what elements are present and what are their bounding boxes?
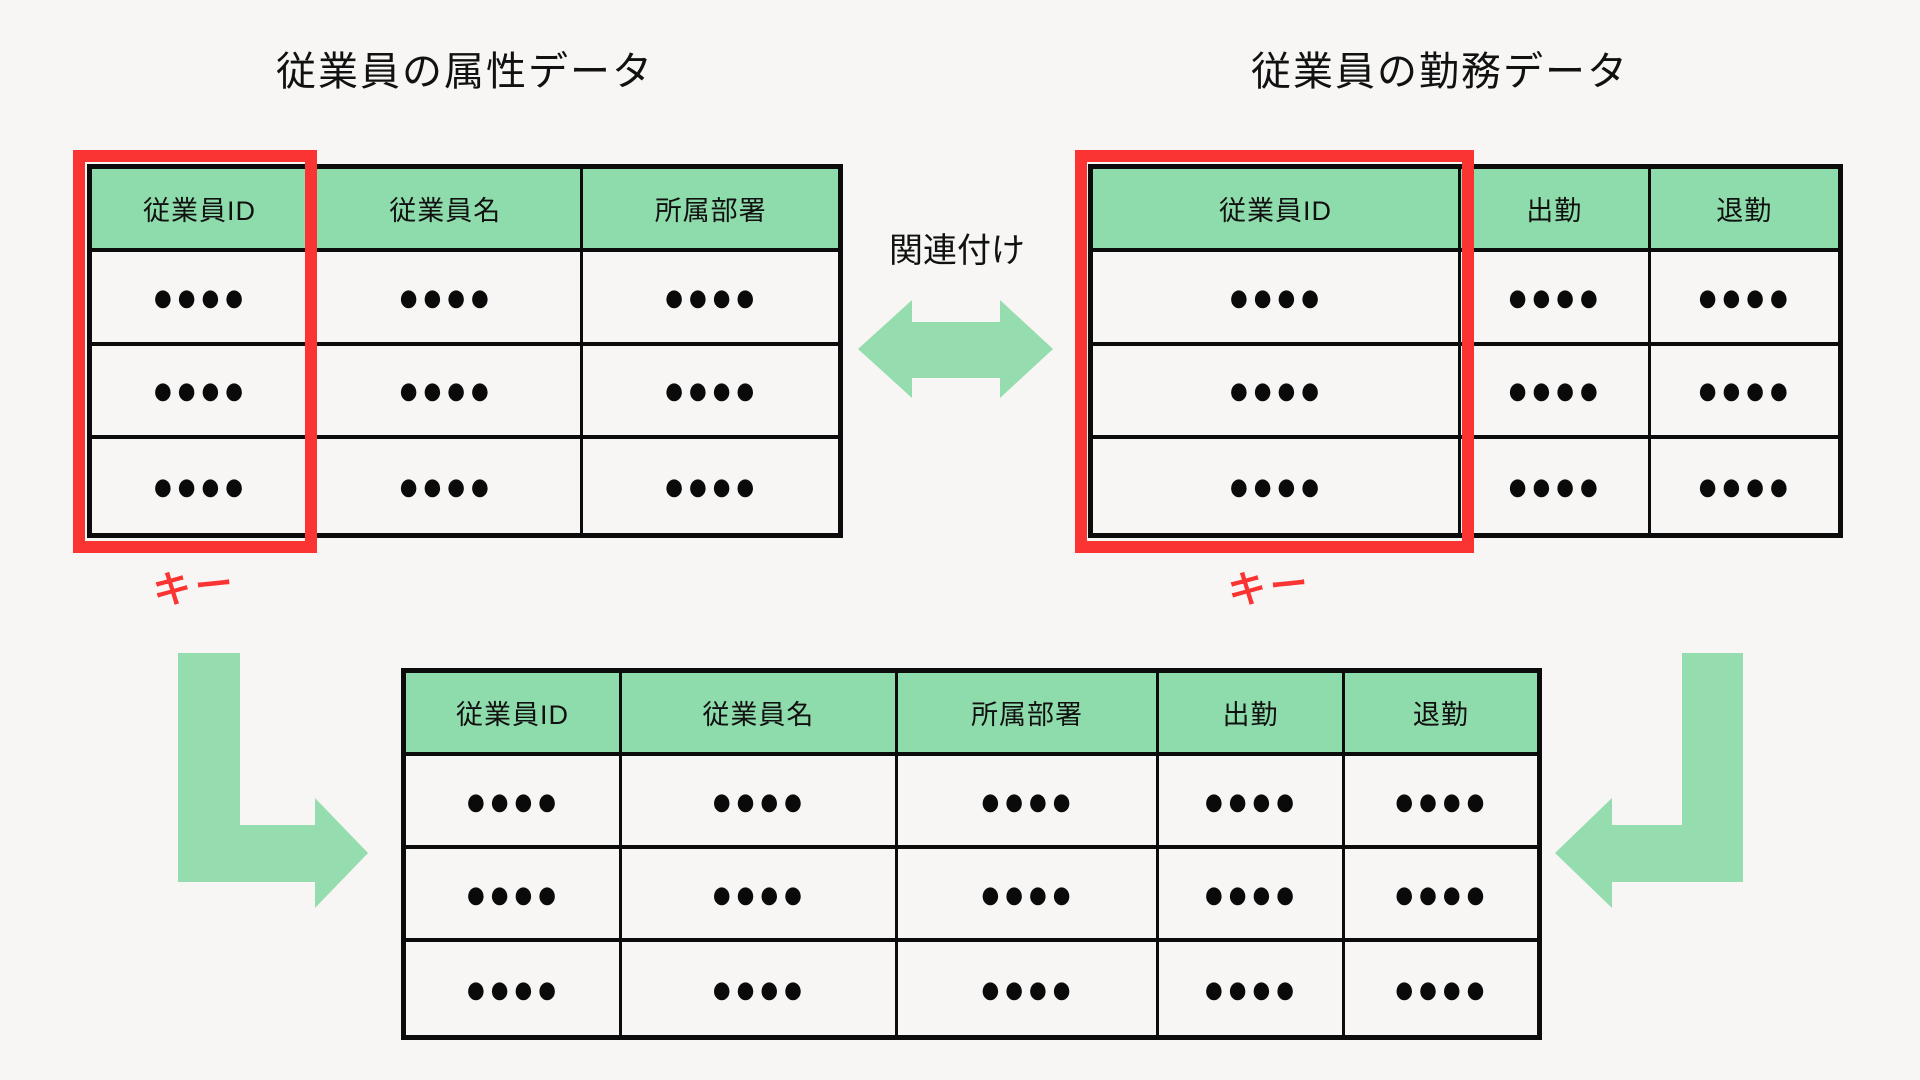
masked-value-dots: ●●●●: [663, 366, 759, 414]
masked-value-dots: ●●●●: [152, 462, 248, 510]
data-cell: ●●●●: [1344, 756, 1537, 849]
data-cell: ●●●●: [897, 849, 1160, 942]
masked-value-dots: ●●●●: [152, 272, 248, 320]
header-cell: 従業員ID: [406, 673, 623, 756]
data-cell: ●●●●: [1159, 849, 1345, 942]
masked-value-dots: ●●●●: [1393, 776, 1489, 824]
header-cell: 退勤: [1344, 673, 1537, 756]
masked-value-dots: ●●●●: [1393, 869, 1489, 917]
header-cell: 従業員名: [622, 673, 898, 756]
work-table-title: 従業員の勤務データ: [1251, 50, 1629, 94]
masked-value-dots: ●●●●: [1506, 272, 1602, 320]
data-cell: ●●●●: [310, 252, 584, 346]
masked-value-dots: ●●●●: [397, 462, 493, 510]
masked-value-dots: ●●●●: [1203, 964, 1298, 1012]
data-cell: ●●●●: [622, 849, 898, 942]
bidirectional-arrow-icon: [858, 300, 1053, 398]
data-cell: ●●●●: [406, 756, 623, 849]
data-cell: ●●●●: [92, 439, 311, 533]
attribute-table-title: 従業員の属性データ: [276, 50, 654, 94]
data-cell: ●●●●: [1344, 942, 1537, 1035]
key-label-right: キー: [1226, 562, 1314, 614]
data-cell: ●●●●: [310, 345, 584, 440]
down-right-arrow-icon: [178, 653, 368, 908]
down-left-arrow-icon: [1555, 653, 1743, 908]
data-cell: ●●●●: [583, 252, 838, 346]
data-cell: ●●●●: [310, 439, 584, 533]
masked-value-dots: ●●●●: [1203, 869, 1298, 917]
data-cell: ●●●●: [622, 756, 898, 849]
masked-value-dots: ●●●●: [465, 964, 561, 1012]
masked-value-dots: ●●●●: [1228, 366, 1324, 414]
header-cell: 出勤: [1461, 169, 1651, 252]
data-cell: ●●●●: [1461, 439, 1651, 533]
data-cell: ●●●●: [406, 942, 623, 1035]
data-cell: ●●●●: [92, 345, 311, 440]
masked-value-dots: ●●●●: [1228, 462, 1324, 510]
masked-value-dots: ●●●●: [397, 366, 493, 414]
masked-value-dots: ●●●●: [1203, 776, 1298, 824]
header-cell: 従業員ID: [1093, 169, 1462, 252]
masked-value-dots: ●●●●: [1696, 272, 1792, 320]
header-cell: 出勤: [1159, 673, 1345, 756]
data-cell: ●●●●: [1093, 252, 1462, 346]
masked-value-dots: ●●●●: [1506, 462, 1602, 510]
masked-value-dots: ●●●●: [465, 869, 561, 917]
masked-value-dots: ●●●●: [663, 272, 759, 320]
relation-label: 関連付け: [889, 232, 1025, 270]
data-cell: ●●●●: [1650, 439, 1838, 533]
data-cell: ●●●●: [1159, 756, 1345, 849]
header-cell: 所属部署: [897, 673, 1160, 756]
data-cell: ●●●●: [1093, 439, 1462, 533]
data-cell: ●●●●: [897, 942, 1160, 1035]
masked-value-dots: ●●●●: [710, 776, 806, 824]
masked-value-dots: ●●●●: [465, 776, 561, 824]
data-cell: ●●●●: [622, 942, 898, 1035]
data-cell: ●●●●: [1093, 345, 1462, 440]
masked-value-dots: ●●●●: [710, 869, 806, 917]
header-cell: 退勤: [1650, 169, 1838, 252]
masked-value-dots: ●●●●: [979, 869, 1075, 917]
data-cell: ●●●●: [406, 849, 623, 942]
masked-value-dots: ●●●●: [1228, 272, 1324, 320]
header-cell: 所属部署: [583, 169, 838, 252]
masked-value-dots: ●●●●: [397, 272, 493, 320]
masked-value-dots: ●●●●: [663, 462, 759, 510]
masked-value-dots: ●●●●: [152, 366, 248, 414]
data-cell: ●●●●: [583, 345, 838, 440]
masked-value-dots: ●●●●: [1506, 366, 1602, 414]
data-cell: ●●●●: [1159, 942, 1345, 1035]
data-cell: ●●●●: [1461, 345, 1651, 440]
data-cell: ●●●●: [897, 756, 1160, 849]
data-cell: ●●●●: [92, 252, 311, 346]
data-cell: ●●●●: [1344, 849, 1537, 942]
masked-value-dots: ●●●●: [1393, 964, 1489, 1012]
data-cell: ●●●●: [1650, 345, 1838, 440]
key-label-left: キー: [151, 562, 239, 614]
header-cell: 従業員ID: [92, 169, 311, 252]
masked-value-dots: ●●●●: [979, 964, 1075, 1012]
data-cell: ●●●●: [1461, 252, 1651, 346]
data-cell: ●●●●: [1650, 252, 1838, 346]
data-cell: ●●●●: [583, 439, 838, 533]
masked-value-dots: ●●●●: [710, 964, 806, 1012]
masked-value-dots: ●●●●: [1696, 462, 1792, 510]
header-cell: 従業員名: [310, 169, 584, 252]
masked-value-dots: ●●●●: [979, 776, 1075, 824]
masked-value-dots: ●●●●: [1696, 366, 1792, 414]
